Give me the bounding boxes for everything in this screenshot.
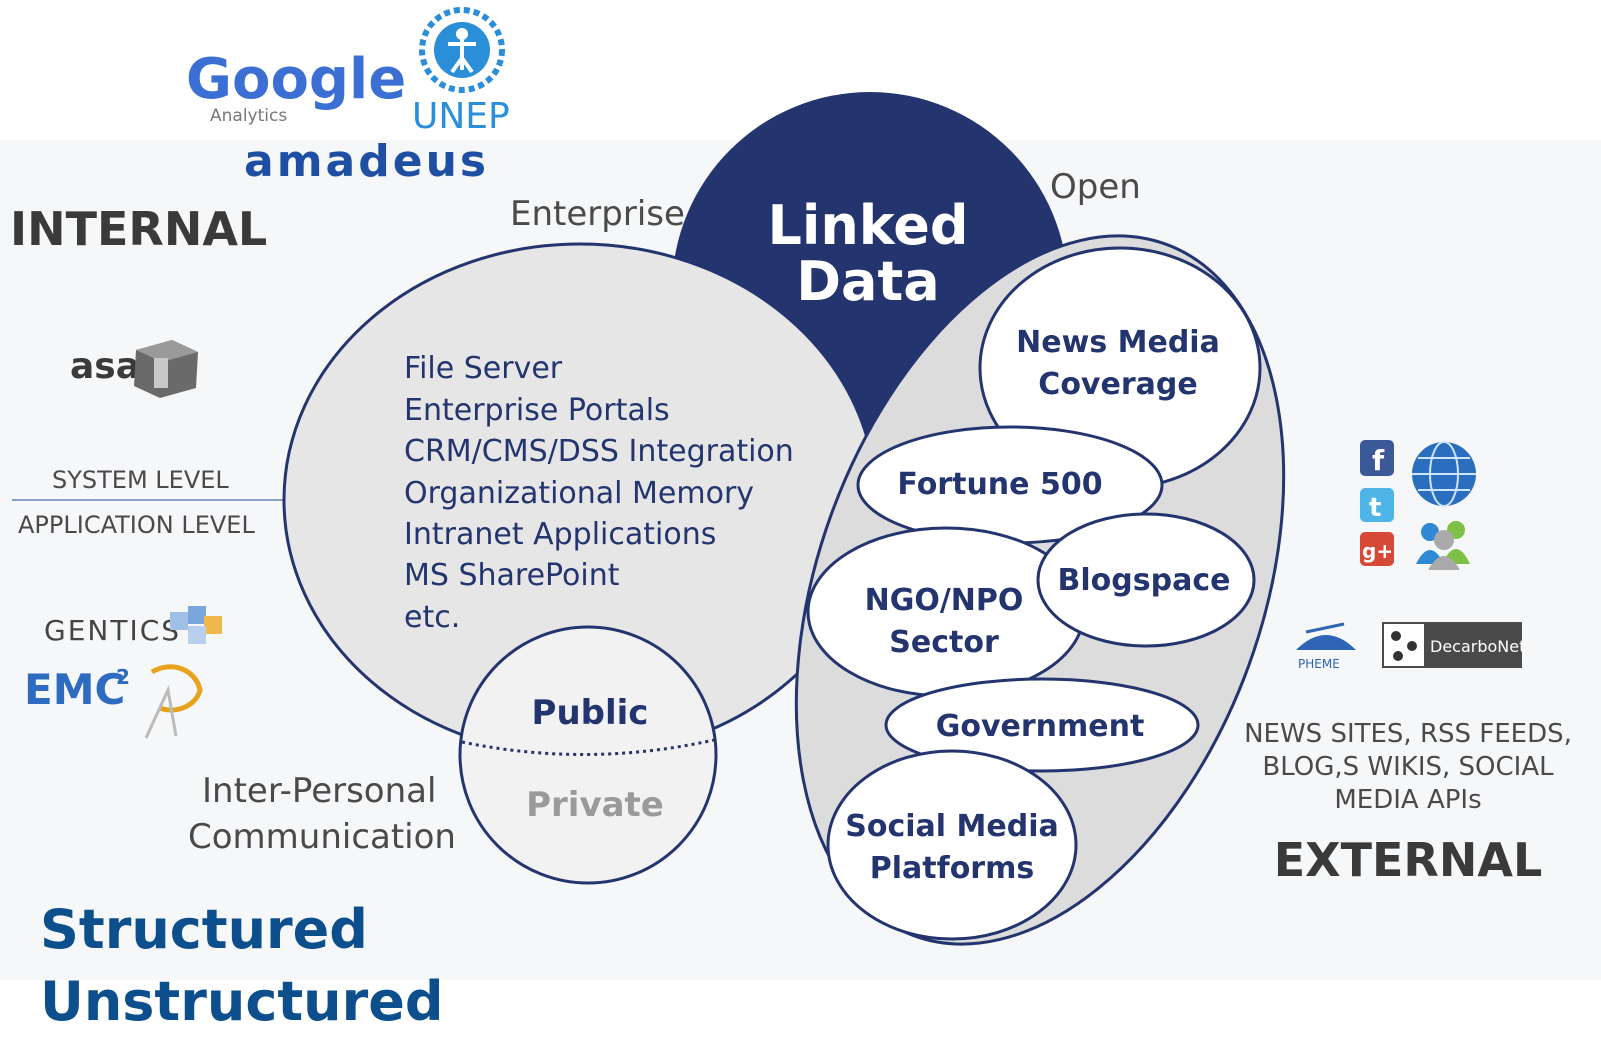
structured-legend: Structured xyxy=(40,898,368,961)
pheme-logo-text: PHEME xyxy=(1298,657,1340,671)
external-heading: EXTERNAL xyxy=(1274,833,1543,887)
sources-label-1: NEWS SITES, RSS FEEDS, xyxy=(1244,719,1572,749)
internal-heading: INTERNAL xyxy=(10,202,267,256)
enterprise-list-item: Intranet Applications xyxy=(404,517,716,552)
linked-data-title-1: Linked xyxy=(767,194,968,257)
decarbonet-logo: DecarboNet xyxy=(1382,622,1525,668)
svg-text:g+: g+ xyxy=(1362,539,1393,563)
pheme-logo: PHEME xyxy=(1296,622,1356,671)
google-logo-word: Google xyxy=(186,47,406,112)
open-label: Open xyxy=(1050,167,1141,207)
private-label: Private xyxy=(526,785,664,825)
inter-personal-label-2: Communication xyxy=(188,817,456,857)
facebook-icon: f xyxy=(1360,440,1394,477)
social-media-bubble xyxy=(826,749,1078,941)
news-media-label-2: Coverage xyxy=(1038,367,1197,402)
emc-logo-sup: 2 xyxy=(116,665,130,689)
google-analytics-logo: Google Analytics xyxy=(186,47,406,126)
public-private-divider xyxy=(461,738,715,756)
sources-label-3: MEDIA APIs xyxy=(1334,785,1481,815)
users-icon xyxy=(1416,521,1470,570)
asa-logo-text: asa xyxy=(70,346,140,387)
gentics-logo-text: GENTICS xyxy=(44,614,181,647)
sources-label-2: BLOG,S WIKIS, SOCIAL xyxy=(1262,752,1554,782)
emc-logo-text: EMC xyxy=(24,665,125,714)
inter-personal-label-1: Inter-Personal xyxy=(202,771,436,811)
sql-server-icon xyxy=(144,664,203,739)
government-label: Government xyxy=(936,709,1145,744)
application-level-label: APPLICATION LEVEL xyxy=(18,511,255,539)
emc-logo: EMC 2 xyxy=(24,665,130,714)
linked-data-title-2: Data xyxy=(796,250,940,313)
svg-text:t: t xyxy=(1369,493,1381,523)
enterprise-list-item: File Server xyxy=(404,351,563,386)
news-media-label-1: News Media xyxy=(1016,325,1220,360)
enterprise-list: File Server Enterprise Portals CRM/CMS/D… xyxy=(404,351,794,635)
public-label: Public xyxy=(532,693,649,733)
enterprise-list-item: CRM/CMS/DSS Integration xyxy=(404,434,794,469)
unstructured-legend: Unstructured xyxy=(40,970,444,1033)
enterprise-list-item: MS SharePoint xyxy=(404,558,620,593)
twitter-icon: t xyxy=(1360,488,1394,523)
fortune-500-label: Fortune 500 xyxy=(897,467,1102,502)
ngo-label-2: Sector xyxy=(889,625,999,660)
social-media-label-2: Platforms xyxy=(870,851,1034,886)
social-media-label-1: Social Media xyxy=(845,809,1058,844)
unep-logo: UNEP xyxy=(412,7,510,137)
globe-icon xyxy=(1412,441,1476,507)
asa-logo: asa xyxy=(70,340,198,398)
ngo-label-1: NGO/NPO xyxy=(865,583,1024,618)
decarbonet-logo-text: DecarboNet xyxy=(1430,637,1525,656)
system-level-label: SYSTEM LEVEL xyxy=(52,466,229,494)
enterprise-list-item: etc. xyxy=(404,600,460,635)
amadeus-logo: amadeus xyxy=(244,136,489,187)
enterprise-list-item: Organizational Memory xyxy=(404,476,754,511)
google-logo-sub: Analytics xyxy=(210,106,287,126)
blogspace-label: Blogspace xyxy=(1058,563,1231,598)
gentics-logo: GENTICS xyxy=(44,606,222,647)
enterprise-list-item: Enterprise Portals xyxy=(404,393,670,428)
blogspace-bubble xyxy=(1036,512,1256,648)
enterprise-label: Enterprise xyxy=(510,194,685,234)
google-plus-icon: g+ xyxy=(1360,532,1394,566)
svg-text:f: f xyxy=(1372,444,1385,477)
unep-logo-text: UNEP xyxy=(412,96,510,137)
government-bubble xyxy=(884,677,1200,773)
